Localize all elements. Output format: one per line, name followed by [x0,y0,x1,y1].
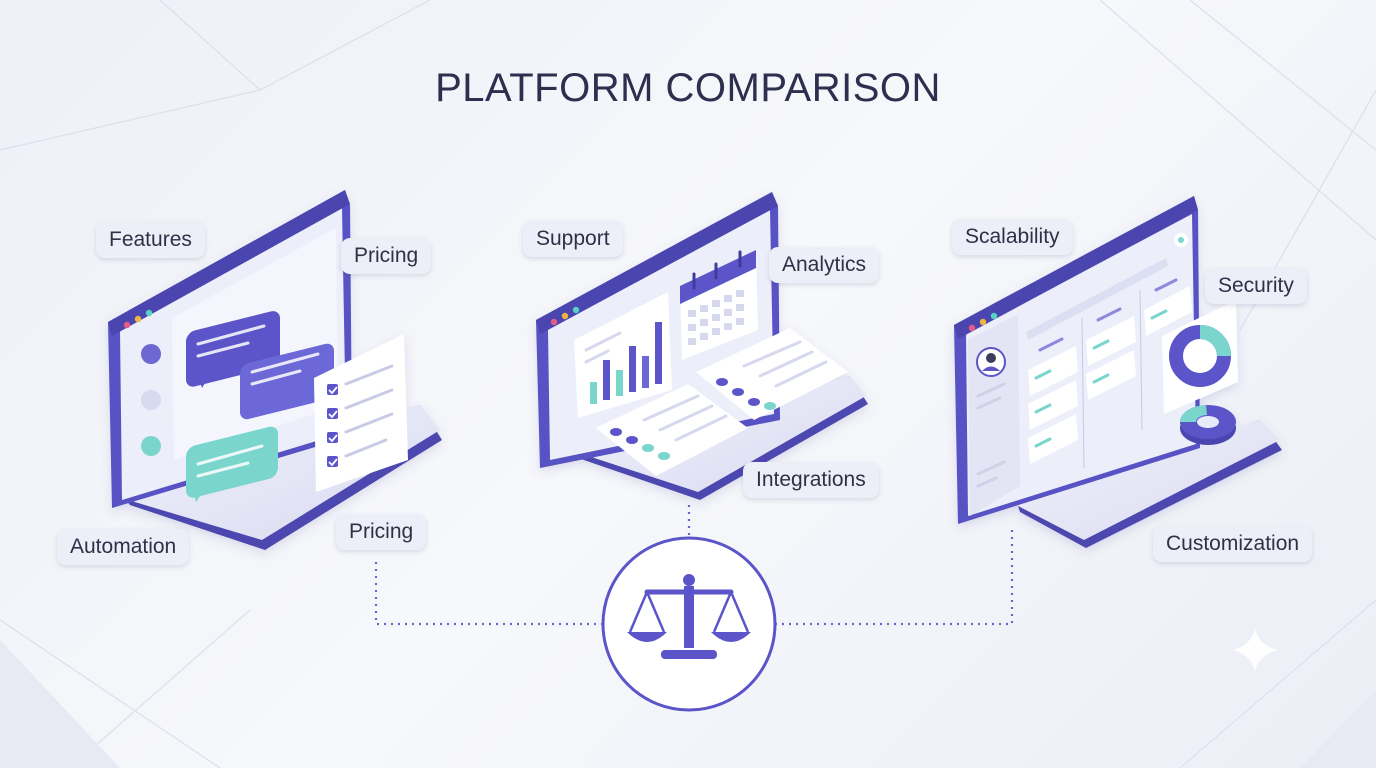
page-title: PLATFORM COMPARISON [435,66,941,110]
donut-3d-icon [1179,405,1236,445]
tag-analytics: Analytics [769,247,880,283]
platform-center [536,192,868,500]
balance-scale-icon [627,574,751,659]
tag-scalability: Scalability [952,219,1073,255]
chat-bubbles-icon [186,311,334,502]
tag-support: Support [523,221,623,257]
task-list-icon [696,328,848,420]
bar-chart-icon [574,292,672,418]
platform-right [954,196,1282,548]
hub [601,536,777,712]
sparkle-icon [1232,628,1278,672]
tag-customization: Customization [1153,526,1313,562]
platform-left [108,190,442,550]
tag-pricing-top: Pricing [341,238,432,274]
donut-chart-icon [1162,300,1238,414]
task-card-icon [596,384,748,476]
avatar-icon [976,347,1006,377]
tag-integrations: Integrations [743,462,879,498]
kanban-board-icon [1028,278,1192,469]
calendar-icon [680,250,758,360]
tag-features: Features [96,222,205,258]
tag-pricing-bottom: Pricing [336,514,427,550]
checklist-icon [314,334,408,492]
tag-security: Security [1205,268,1307,304]
tag-automation: Automation [57,529,190,565]
